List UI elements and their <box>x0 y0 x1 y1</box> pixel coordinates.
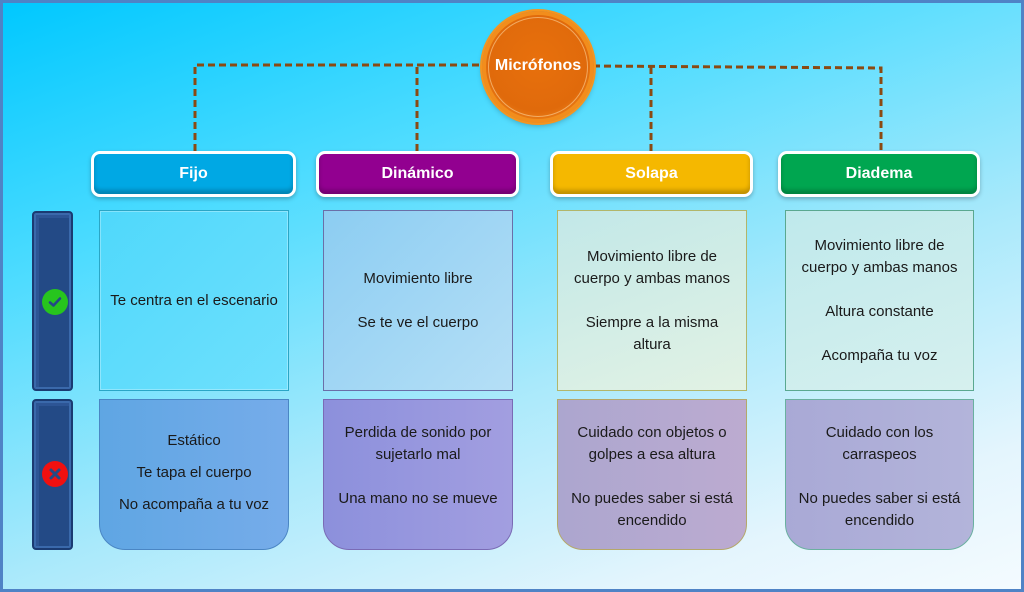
category-header-solapa: Solapa <box>550 151 753 197</box>
pros-item: Altura constante <box>825 302 934 320</box>
connector-lines <box>193 63 883 151</box>
pros-box-dinamico: Movimiento libre Se te ve el cuerpo <box>323 210 513 391</box>
pros-box-diadema: Movimiento libre de cuerpo y ambas manos… <box>785 210 974 391</box>
check-circle-icon <box>42 289 68 315</box>
cons-box-dinamico: Perdida de sonido por sujetarlo mal Una … <box>323 399 513 550</box>
category-label: Fijo <box>179 165 208 182</box>
pros-item: Siempre a la misma altura <box>585 313 719 353</box>
category-label: Dinámico <box>381 165 454 182</box>
cons-item: Cuidado con los carraspeos <box>825 424 934 463</box>
cons-box-solapa: Cuidado con objetos o golpes a esa altur… <box>557 399 747 550</box>
row-label-pros <box>32 211 73 391</box>
cons-item: Te tapa el cuerpo <box>136 464 252 481</box>
cons-item: Una mano no se mueve <box>338 490 498 507</box>
x-circle-icon <box>42 461 68 487</box>
pros-box-solapa: Movimiento libre de cuerpo y ambas manos… <box>557 210 747 391</box>
connector-diadema <box>592 64 883 151</box>
category-label: Solapa <box>625 165 678 182</box>
pros-item: Movimiento libre <box>363 269 473 287</box>
cons-item: No puedes saber si está encendido <box>571 490 733 529</box>
cons-item: Perdida de sonido por sujetarlo mal <box>344 424 492 463</box>
category-label: Diadema <box>845 165 913 182</box>
connector-fijo <box>193 63 483 151</box>
pros-item: Se te ve el cuerpo <box>357 313 479 331</box>
cons-item: Estático <box>167 432 221 449</box>
cons-item: No puedes saber si está encendido <box>798 490 961 529</box>
cons-box-diadema: Cuidado con los carraspeos No puedes sab… <box>785 399 974 550</box>
pros-item: Movimiento libre de cuerpo y ambas manos <box>574 247 730 287</box>
pros-item: Movimiento libre de cuerpo y ambas manos <box>801 236 958 276</box>
cons-item: No acompaña a tu voz <box>118 496 270 513</box>
pros-box-fijo: Te centra en el escenario <box>99 210 289 391</box>
category-header-diadema: Diadema <box>778 151 980 197</box>
category-header-fijo: Fijo <box>91 151 296 197</box>
cons-box-fijo: Estático Te tapa el cuerpo No acompaña a… <box>99 399 289 550</box>
cons-item: Cuidado con objetos o golpes a esa altur… <box>577 424 727 463</box>
pros-item: Acompaña tu voz <box>821 346 938 364</box>
row-label-cons <box>32 399 73 550</box>
hub-node-microfonos: Micrófonos <box>482 11 594 123</box>
hub-title: Micrófonos <box>494 57 582 74</box>
category-header-dinamico: Dinámico <box>316 151 519 197</box>
pros-item: Te centra en el escenario <box>110 291 278 309</box>
